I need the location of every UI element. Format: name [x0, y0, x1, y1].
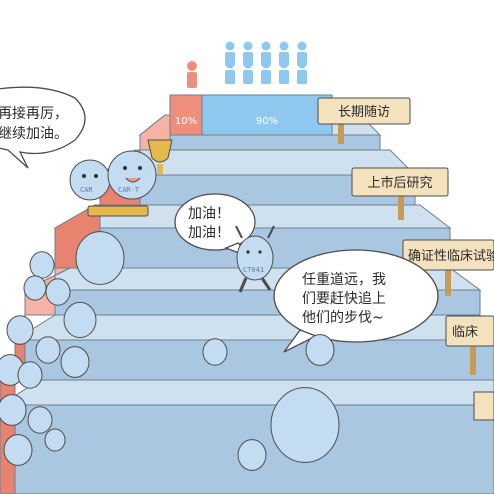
mascot-crowd — [0, 231, 340, 471]
mascot — [3, 434, 33, 466]
mascot — [44, 428, 66, 452]
signpost-3: 确证性临床试验 — [402, 239, 494, 296]
car-t-mascot-left: CAR — [69, 159, 111, 201]
bubble-middle-line-2: 加油！ — [188, 225, 230, 241]
signpost-2: 上市后研究 — [351, 167, 449, 220]
mascot — [0, 394, 27, 426]
sign-label-3: 确证性临床试验 — [408, 248, 494, 264]
person-icon-red — [187, 61, 197, 88]
person-icon — [297, 59, 307, 84]
blue-bar — [201, 94, 333, 136]
mascot — [202, 338, 228, 366]
sign-label-4: 临床 — [452, 325, 478, 340]
mascot — [237, 439, 267, 471]
trophy-icon — [87, 139, 173, 217]
mascot — [45, 278, 71, 306]
person-icon — [279, 59, 289, 84]
mascot — [27, 406, 53, 434]
percent-left: 10% — [175, 116, 197, 127]
sign-label-2: 上市后研究 — [367, 175, 432, 191]
mascot — [23, 275, 47, 301]
mascot-tag-ct041: CT041 — [243, 266, 264, 274]
mascot — [270, 387, 340, 463]
mascot-tag-car-t: CAR-T — [118, 186, 140, 194]
mascot-tag-car: CAR — [80, 186, 93, 194]
mascot — [35, 336, 61, 364]
mascot — [75, 231, 125, 285]
signpost-4: 临床 — [445, 315, 494, 375]
mascot — [29, 251, 55, 279]
bubble-right-line-3: 他们的步伐~ — [302, 310, 384, 326]
ct041-mascot: CT041 — [235, 225, 275, 293]
person-icon — [243, 59, 253, 84]
percentage-bar: 10% 90% — [169, 94, 333, 136]
step-5-front — [14, 339, 494, 381]
speech-bubble-left: 再接再厉， 继续加油。 — [0, 86, 86, 169]
bubble-left-line-2: 继续加油。 — [0, 125, 68, 142]
red-bar — [169, 94, 203, 136]
bubble-right-line-1: 任重道远，我 — [302, 272, 386, 288]
person-icon — [225, 59, 235, 84]
bubble-middle-line-1: 加油！ — [188, 206, 230, 222]
mascot — [305, 334, 335, 366]
speech-bubble-right: 任重道远，我 们要赶快追上 他们的步伐~ — [273, 249, 439, 353]
mascot — [60, 346, 90, 378]
mascot — [17, 361, 43, 389]
bubble-right-line-2: 们要赶快追上 — [302, 291, 386, 307]
sign-label-1: 长期随访 — [338, 105, 390, 120]
person-icon — [261, 59, 271, 84]
mascot — [63, 301, 97, 339]
signpost-5 — [473, 391, 494, 421]
car-t-mascot-right: CAR-T — [107, 150, 157, 200]
step-6-top — [0, 379, 494, 406]
percent-right: 90% — [256, 116, 278, 127]
signpost-1: 长期随访 — [317, 97, 411, 144]
speech-bubble-middle: 加油！ 加油！ — [174, 193, 256, 259]
mascot — [6, 315, 34, 345]
people-icons-blue — [225, 41, 307, 84]
bubble-left-line-1: 再接再厉， — [0, 105, 68, 122]
